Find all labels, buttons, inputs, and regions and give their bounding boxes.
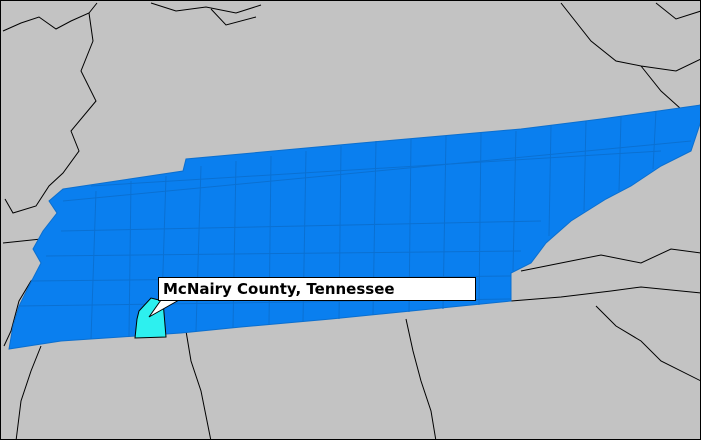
border-sc-ga [595, 305, 700, 382]
state-tennessee[interactable] [8, 104, 701, 350]
border-nc-sc [510, 286, 700, 302]
border-kentucky-indiana [2, 2, 98, 214]
border-ms-al-south [185, 330, 212, 439]
border-ms-ar-south [15, 345, 42, 439]
border-virginia-nc-east [655, 2, 700, 20]
border-river-north [150, 2, 262, 26]
callout-pointer [148, 299, 180, 318]
border-kentucky-virginia-wv [560, 2, 700, 110]
border-al-ga [405, 318, 437, 439]
border-nc-va-east [520, 248, 700, 272]
county-callout-label: McNairy County, Tennessee [158, 277, 476, 301]
